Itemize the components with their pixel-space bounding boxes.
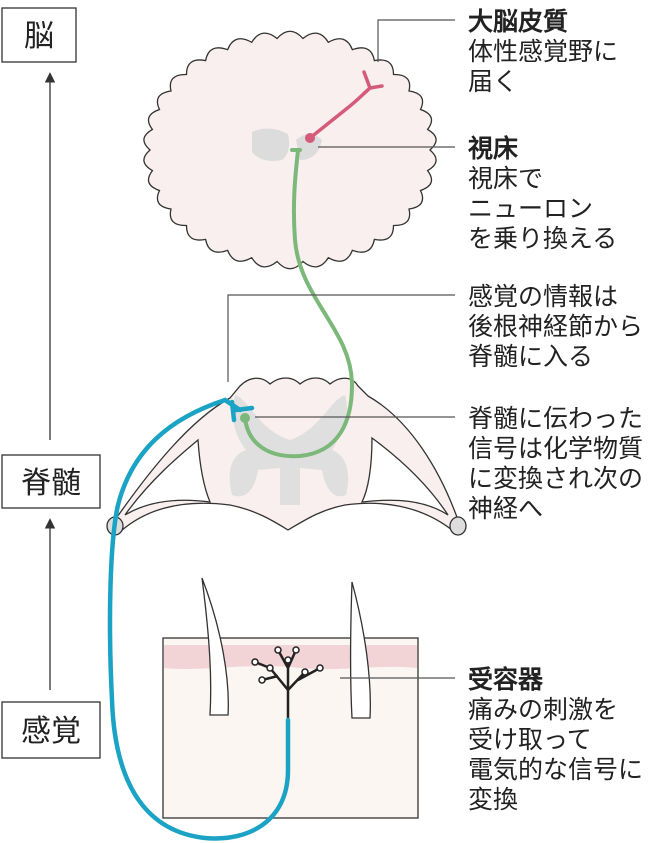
- synapse-dot: [240, 413, 250, 423]
- annotation-dorsal-root: 感覚の情報は 後根神経節から 脊髄に入る: [468, 282, 643, 371]
- hair: [201, 577, 229, 716]
- annotation-receptor: 受容器 痛みの刺激を 受け取って 電気的な信号に 変換: [468, 665, 643, 814]
- annotation-line: を乗り換える: [468, 224, 617, 253]
- spinothalamic-path: [243, 148, 355, 459]
- thalamus-region: [252, 128, 290, 161]
- annotation-title: 大脳皮質: [468, 7, 568, 36]
- annotation-line: 体性感覚野に: [468, 37, 618, 66]
- annotation-line: 受け取って: [468, 725, 592, 754]
- annotation-line: ニューロン: [468, 194, 593, 223]
- thalamus-region-right: [296, 134, 322, 160]
- annotation-line: 視床で: [468, 164, 543, 193]
- thalamus-dot: [305, 133, 315, 143]
- hair: [349, 581, 371, 719]
- annotation-synapse: 脊髄に伝わった 信号は化学物質 に変換され次の 神経へ: [468, 404, 643, 523]
- annotation-line: 神経へ: [468, 494, 543, 523]
- leader-line-dorsal-root: [227, 294, 455, 382]
- pain-receptor-nerve-ending: [254, 649, 321, 718]
- level-box-brain: 脳: [1, 7, 77, 63]
- annotation-thalamus: 視床 視床で ニューロン を乗り換える: [468, 134, 617, 253]
- annotation-cortex: 大脳皮質 体性感覚野に 届く: [468, 7, 618, 96]
- annotation-line: 信号は化学物質: [468, 434, 643, 463]
- thalamocortical-path: [308, 70, 384, 140]
- leader-line-cortex: [377, 19, 455, 62]
- annotation-line: 届く: [468, 67, 518, 96]
- level-box-spinal-cord: 脊髄: [1, 454, 101, 509]
- annotation-line: 脊髄に伝わった: [468, 404, 643, 433]
- annotation-line: 電気的な信号に: [468, 755, 643, 784]
- annotation-title: 受容器: [468, 665, 544, 694]
- level-box-sensation: 感覚: [1, 701, 101, 759]
- level-label-spinal-cord: 脊髄: [21, 466, 81, 501]
- skin-illustration: [162, 577, 419, 819]
- annotation-title: 視床: [468, 134, 518, 163]
- annotation-line: 変換: [468, 785, 518, 814]
- annotation-line: に変換され次の: [468, 464, 643, 493]
- level-label-brain: 脳: [24, 19, 54, 54]
- sensory-neuron-path: [107, 397, 291, 841]
- level-label-sensation: 感覚: [21, 714, 81, 749]
- annotation-line: 脊髄に入る: [468, 342, 593, 371]
- annotation-line: 後根神経節から: [468, 312, 643, 341]
- annotation-line: 痛みの刺激を: [468, 695, 618, 724]
- annotation-line: 感覚の情報は: [468, 282, 618, 311]
